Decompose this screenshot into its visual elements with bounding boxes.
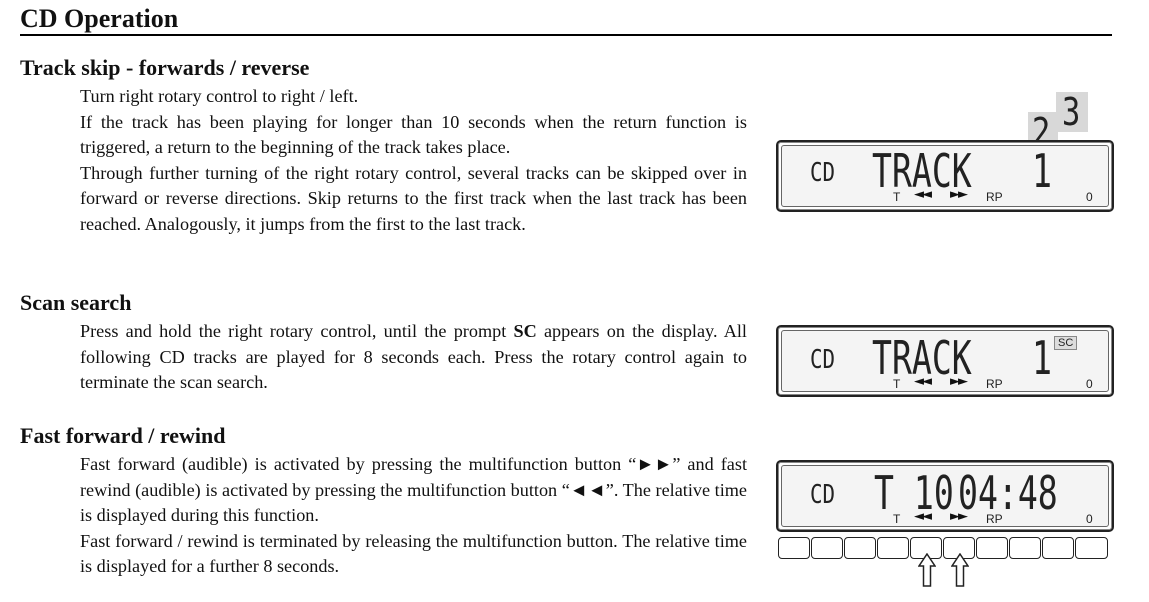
lcd-display-scan: CD TRACK 1 SC T ◄◄ ►► RP 0 (776, 325, 1114, 397)
forward-icon: ►► (950, 187, 968, 202)
track-label: TRACK (872, 331, 972, 385)
lcd-display-fast-forward: CD T 10 04:48 T ◄◄ ►► RP 0 (776, 460, 1114, 532)
rolling-digit-3: 3 (1056, 90, 1088, 134)
t-indicator: T (893, 190, 901, 204)
paragraph: Fast forward / rewind is terminated by r… (80, 530, 747, 577)
multifunction-button[interactable] (1009, 537, 1041, 559)
zero-indicator: 0 (1086, 190, 1093, 204)
paragraph: If the track has been playing for longer… (80, 111, 747, 158)
sc-badge: SC (1054, 336, 1078, 350)
rewind-icon: ◄◄ (914, 509, 932, 524)
rewind-icon: ◄◄ (914, 374, 932, 389)
section-heading-fast-forward: Fast forward / rewind (20, 423, 226, 448)
t-indicator: T (893, 377, 901, 391)
multifunction-button[interactable] (778, 537, 810, 559)
track-skip-text: Turn right rotary control to right / lef… (80, 84, 747, 237)
multifunction-button[interactable] (1042, 537, 1074, 559)
section-heading-scan-search: Scan search (20, 290, 132, 315)
sc-prompt: SC (513, 321, 537, 341)
section-heading-track-skip: Track skip - forwards / reverse (20, 55, 310, 80)
t-indicator: T (893, 512, 901, 526)
multifunction-button[interactable] (844, 537, 876, 559)
forward-icon: ►► (950, 509, 968, 524)
scan-search-text: Press and hold the right rotary control,… (80, 319, 747, 396)
lcd-display-track-skip: CD TRACK 1 T ◄◄ ►► RP 0 (776, 140, 1114, 212)
zero-indicator: 0 (1086, 512, 1093, 526)
multifunction-button[interactable] (976, 537, 1008, 559)
rp-indicator: RP (986, 377, 1003, 391)
zero-indicator: 0 (1086, 377, 1093, 391)
cd-label: CD (810, 480, 836, 510)
paragraph: Through further turning of the right rot… (80, 162, 747, 234)
rp-indicator: RP (986, 190, 1003, 204)
multifunction-button-row (776, 537, 1110, 559)
title-rule (20, 34, 1112, 36)
multifunction-button[interactable] (1075, 537, 1108, 559)
multifunction-button[interactable] (811, 537, 843, 559)
rewind-icon: ◄◄ (914, 187, 932, 202)
relative-time: 04:48 (958, 466, 1058, 520)
fast-forward-text: Fast forward (audible) is activated by p… (80, 452, 747, 580)
paragraph: Press and hold the right rotary control,… (80, 321, 747, 392)
track-number: 1 (1032, 144, 1052, 198)
forward-icon: ►► (950, 374, 968, 389)
cd-label: CD (810, 158, 836, 188)
cd-label: CD (810, 345, 836, 375)
paragraph: Turn right rotary control to right / lef… (80, 86, 359, 106)
track-indicator: T 10 (874, 466, 954, 520)
rp-indicator: RP (986, 512, 1003, 526)
multifunction-button[interactable] (877, 537, 909, 559)
press-arrow-icon (951, 553, 969, 587)
track-label: TRACK (872, 144, 972, 198)
page-title: CD Operation (20, 4, 179, 33)
press-arrow-icon (918, 553, 936, 587)
paragraph: Fast forward (audible) is activated by p… (80, 454, 747, 525)
track-number: 1 (1032, 331, 1052, 385)
